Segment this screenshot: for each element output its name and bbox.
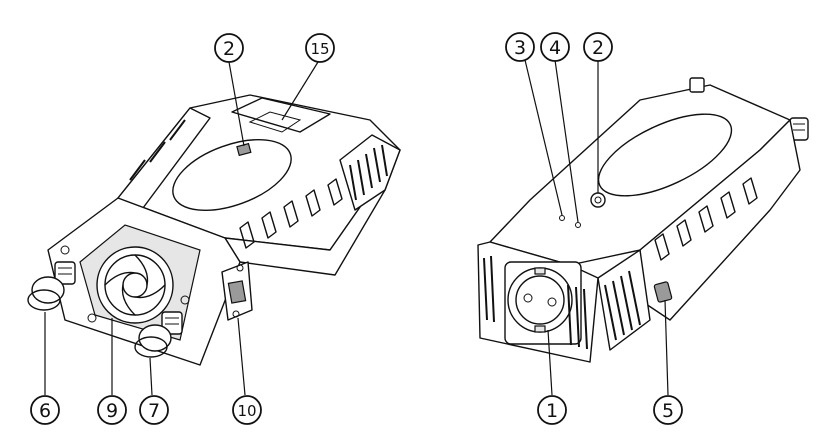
cooling-fan (60, 245, 190, 324)
right-top-button (590, 192, 606, 208)
right-top-oval (597, 113, 733, 197)
callout-9: 9 (97, 395, 127, 425)
callout-label: 10 (237, 402, 256, 420)
terminal-post-left (27, 261, 76, 311)
left-top-button (236, 142, 252, 157)
side-port-module (221, 261, 253, 321)
callout-label: 5 (662, 400, 674, 422)
led-indicator-4 (575, 222, 581, 228)
callout-6: 6 (30, 395, 60, 425)
ac-socket (504, 261, 582, 345)
callout-3: 3 (505, 32, 535, 62)
callout-1: 1 (537, 395, 567, 425)
callout-2-left: 2 (214, 33, 244, 63)
leader-lines (44, 59, 669, 396)
callout-4: 4 (540, 32, 570, 62)
right-side-grille (597, 249, 651, 351)
callout-label: 4 (549, 37, 561, 59)
left-right-slots (239, 178, 343, 249)
left-device-drawing (27, 94, 401, 366)
callout-label: 1 (546, 400, 558, 422)
callout-label: 15 (310, 40, 329, 58)
right-side-slots (654, 177, 758, 261)
callout-label: 9 (106, 400, 118, 422)
left-side-vents (129, 119, 186, 181)
terminal-post-right (134, 311, 183, 358)
callout-label: 7 (148, 400, 160, 422)
callout-10: 10 (232, 395, 262, 425)
callout-2-right: 2 (583, 32, 613, 62)
callout-label: 3 (514, 37, 526, 59)
left-top-oval (172, 139, 292, 211)
led-indicator-3 (559, 215, 565, 221)
callout-7: 7 (139, 395, 169, 425)
callout-label: 6 (39, 400, 51, 422)
right-device-drawing (477, 77, 809, 363)
callout-5: 5 (653, 395, 683, 425)
callout-label: 2 (592, 37, 604, 59)
callout-15: 15 (305, 33, 335, 63)
callout-label: 2 (223, 38, 235, 60)
